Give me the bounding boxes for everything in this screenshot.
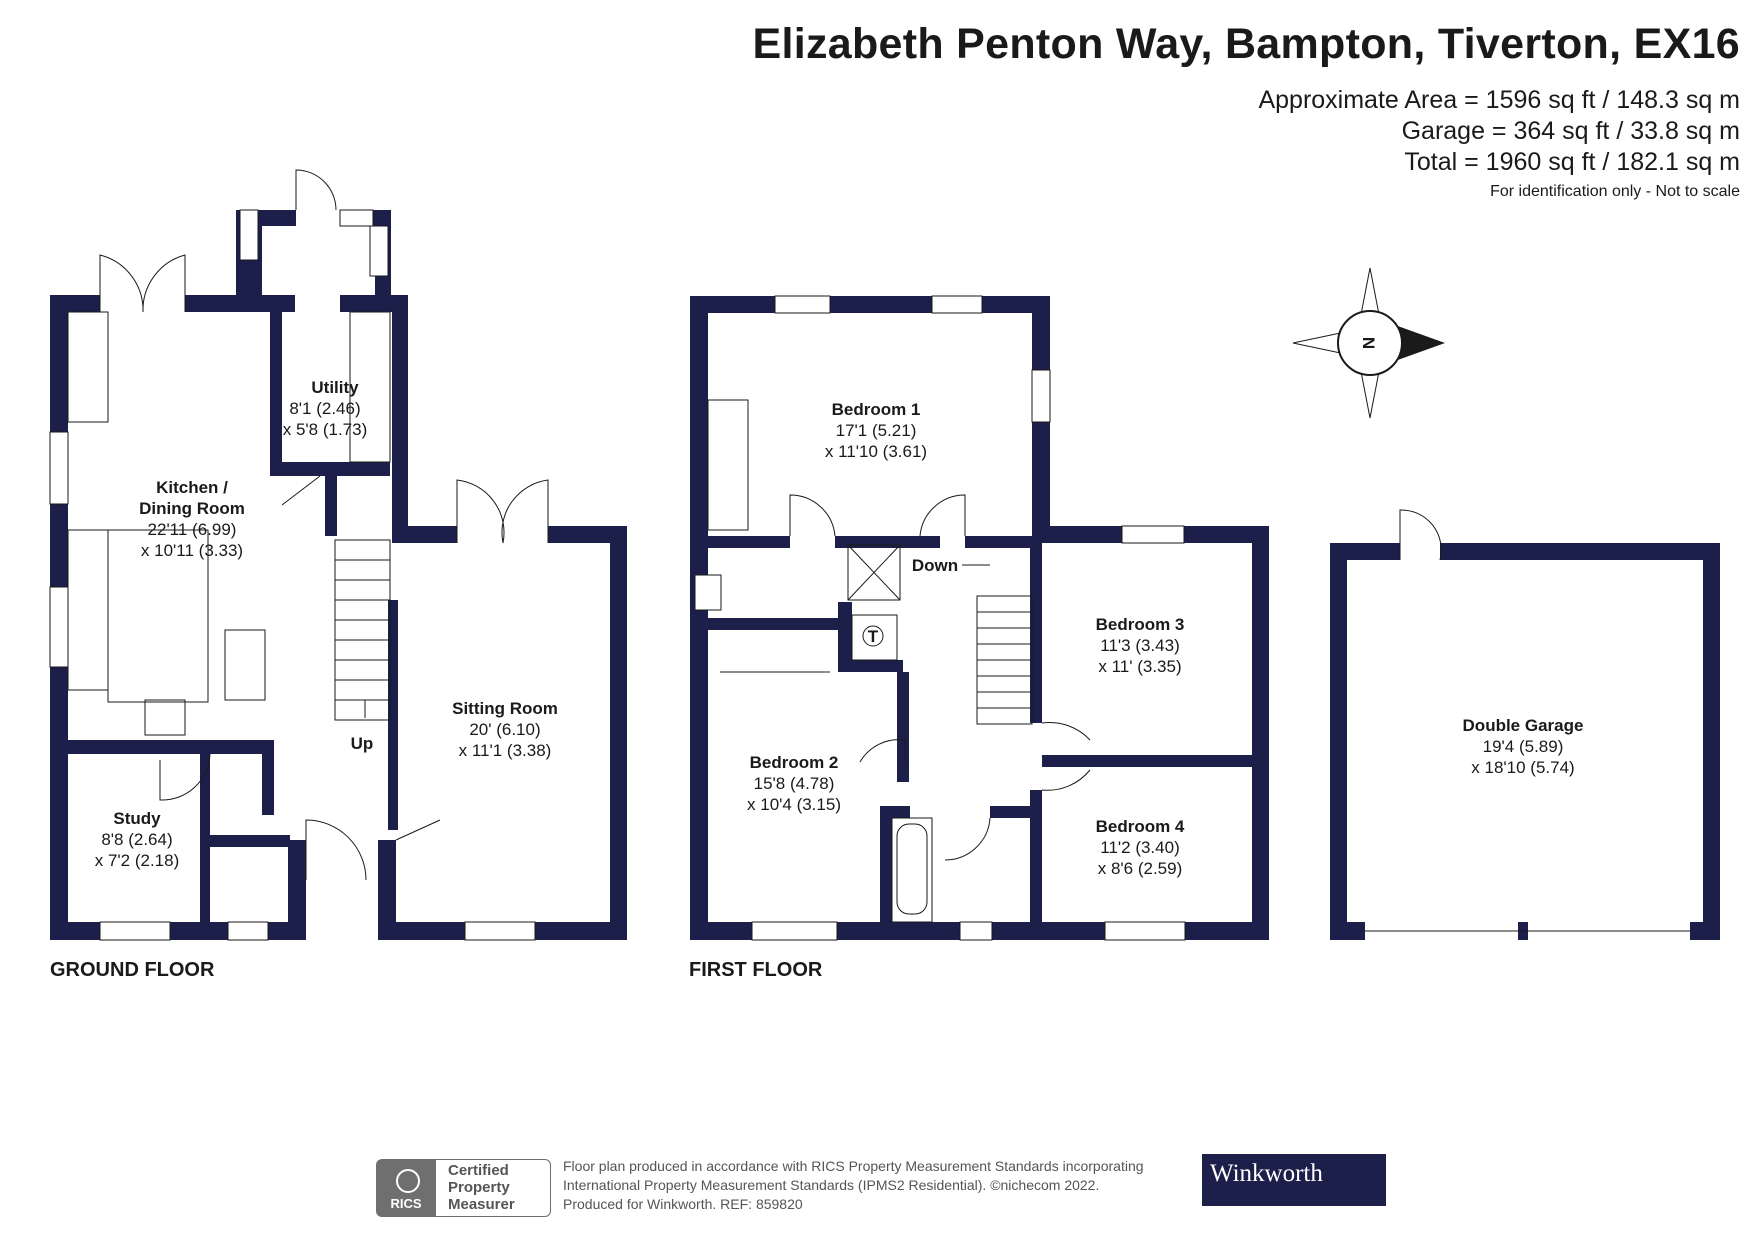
room-bedroom1-label: Bedroom 1 17'1 (5.21) x 11'10 (3.61)	[825, 400, 927, 461]
svg-text:Kitchen /: Kitchen /	[156, 478, 228, 497]
svg-text:x 8'6 (2.59): x 8'6 (2.59)	[1098, 859, 1183, 878]
svg-text:Sitting Room: Sitting Room	[452, 699, 558, 718]
svg-text:19'4 (5.89): 19'4 (5.89)	[1483, 737, 1564, 756]
svg-text:x 5'8 (1.73): x 5'8 (1.73)	[283, 420, 368, 439]
svg-text:8'8 (2.64): 8'8 (2.64)	[101, 830, 172, 849]
rics-certified-box	[436, 1159, 551, 1217]
svg-text:15'8 (4.78): 15'8 (4.78)	[754, 774, 835, 793]
property-address-title: Elizabeth Penton Way, Bampton, Tiverton,…	[752, 20, 1740, 68]
svg-text:Study: Study	[113, 809, 161, 828]
room-garage-label: Double Garage 19'4 (5.89) x 18'10 (5.74)	[1463, 716, 1584, 777]
svg-text:x 7'2 (2.18): x 7'2 (2.18)	[95, 851, 180, 870]
winkworth-logo: Winkworth	[1202, 1154, 1386, 1206]
footer-line-1: Floor plan produced in accordance with R…	[563, 1158, 1144, 1174]
svg-text:x 10'11 (3.33): x 10'11 (3.33)	[141, 541, 243, 560]
room-sitting-label: Sitting Room 20' (6.10) x 11'1 (3.38)	[452, 699, 558, 760]
first-floor-plan: T Bedroom 1 17'1 (5.21) x 11'10 (3.61) B…	[689, 295, 1269, 981]
room-study-label: Study 8'8 (2.64) x 7'2 (2.18)	[95, 809, 180, 870]
room-kitchen-label: Kitchen / Dining Room 22'11 (6.99) x 10'…	[139, 478, 245, 560]
compass-rose-icon: N	[1292, 267, 1445, 419]
rics-logo: RICS	[376, 1159, 436, 1217]
svg-text:11'3 (3.43): 11'3 (3.43)	[1100, 636, 1179, 655]
room-bedroom3-label: Bedroom 3 11'3 (3.43) x 11' (3.35)	[1096, 615, 1185, 676]
svg-text:N: N	[1359, 337, 1378, 349]
svg-text:x 18'10 (5.74): x 18'10 (5.74)	[1471, 758, 1574, 777]
svg-text:Double Garage: Double Garage	[1463, 716, 1584, 735]
approximate-area: Approximate Area = 1596 sq ft / 148.3 sq…	[1258, 86, 1740, 114]
svg-text:22'11 (6.99): 22'11 (6.99)	[148, 520, 237, 539]
svg-text:x 11'10 (3.61): x 11'10 (3.61)	[825, 442, 927, 461]
total-area: Total = 1960 sq ft / 182.1 sq m	[1404, 148, 1740, 176]
svg-text:17'1 (5.21): 17'1 (5.21)	[836, 421, 917, 440]
room-bedroom2-label: Bedroom 2 15'8 (4.78) x 10'4 (3.15)	[747, 753, 841, 814]
first-floor-label: FIRST FLOOR	[689, 959, 823, 981]
footer-line-2: International Property Measurement Stand…	[563, 1177, 1100, 1193]
svg-text:Bedroom 3: Bedroom 3	[1096, 615, 1185, 634]
stairs-down-label: Down	[912, 556, 958, 575]
svg-text:x 10'4 (3.15): x 10'4 (3.15)	[747, 795, 841, 814]
ground-floor-label: GROUND FLOOR	[50, 959, 215, 981]
room-bedroom4-label: Bedroom 4 11'2 (3.40) x 8'6 (2.59)	[1096, 817, 1185, 878]
svg-text:Bedroom 1: Bedroom 1	[832, 400, 921, 419]
svg-text:x 11'1 (3.38): x 11'1 (3.38)	[459, 741, 552, 760]
cylinder-label: T	[868, 627, 879, 646]
footer-line-3: Produced for Winkworth. REF: 859820	[563, 1196, 803, 1212]
svg-text:20' (6.10): 20' (6.10)	[469, 720, 540, 739]
svg-text:Bedroom 4: Bedroom 4	[1096, 817, 1185, 836]
stairs-up-label: Up	[351, 734, 374, 753]
svg-text:8'1 (2.46): 8'1 (2.46)	[289, 399, 360, 418]
svg-text:Utility: Utility	[311, 378, 359, 397]
ground-floor-plan: Kitchen / Dining Room 22'11 (6.99) x 10'…	[49, 169, 627, 981]
svg-text:Dining Room: Dining Room	[139, 499, 245, 518]
svg-text:x 11' (3.35): x 11' (3.35)	[1098, 657, 1181, 676]
rics-certified-text: Certified Property Measurer	[448, 1162, 515, 1213]
svg-text:11'2 (3.40): 11'2 (3.40)	[1100, 838, 1179, 857]
disclaimer-note: For identification only - Not to scale	[1490, 183, 1740, 200]
svg-text:Bedroom 2: Bedroom 2	[750, 753, 839, 772]
room-utility-label: Utility 8'1 (2.46) x 5'8 (1.73)	[283, 378, 368, 439]
garage-plan: Double Garage 19'4 (5.89) x 18'10 (5.74)	[1330, 509, 1720, 940]
garage-area: Garage = 364 sq ft / 33.8 sq m	[1401, 117, 1740, 145]
